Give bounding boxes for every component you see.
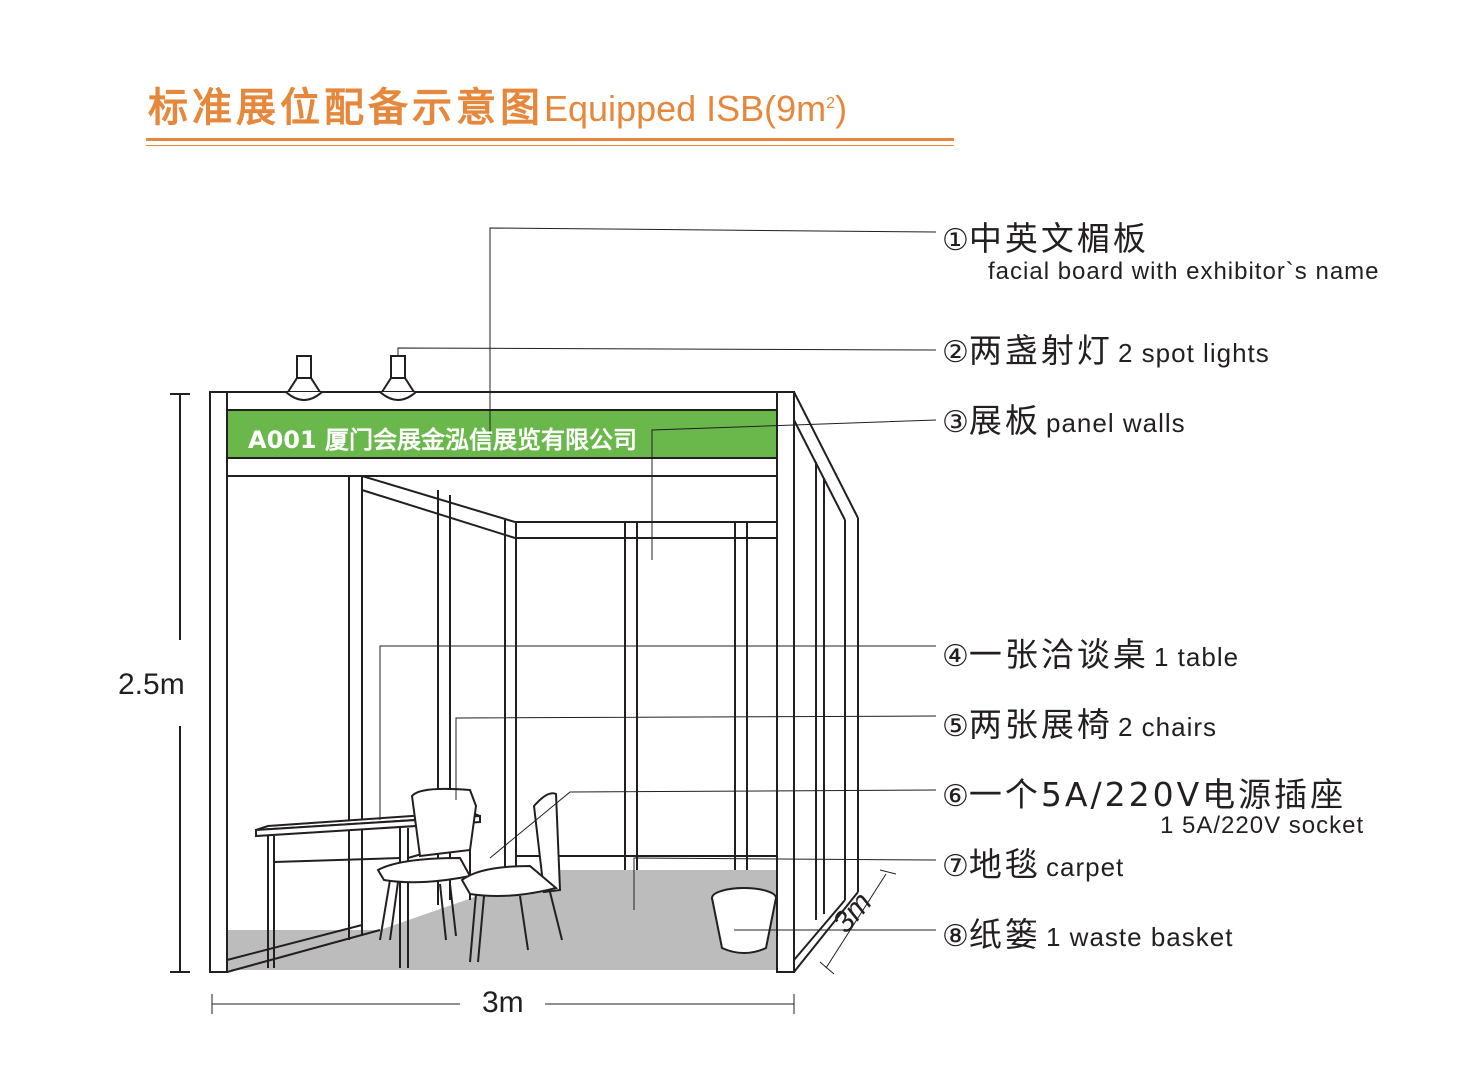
legend-item-6-number: ⑥ <box>942 779 969 814</box>
depth-dim-cap-top <box>879 869 897 875</box>
legend-item-4: ④一张洽谈桌 1 table <box>942 628 1239 676</box>
facia-board <box>226 409 778 459</box>
legend-item-2-english: 2 spot lights <box>1118 338 1270 368</box>
legend-item-8-chinese: 纸篓 <box>968 915 1041 954</box>
legend-item-6-chinese: 一个5A/220V电源插座 <box>968 775 1347 814</box>
leader-6 <box>489 789 937 859</box>
legend-item-1-number: ① <box>942 223 969 258</box>
right-wall-inner-top <box>793 419 846 521</box>
leader-3 <box>651 419 937 560</box>
width-dimension-label: 3m <box>482 986 524 1019</box>
depth-dim-line <box>825 873 887 969</box>
leader-4 <box>379 645 936 820</box>
spotlight-1 <box>285 355 323 401</box>
leader-2 <box>397 347 937 356</box>
depth-dim-cap-bottom <box>819 961 835 975</box>
legend-item-3-english: panel walls <box>1046 408 1186 438</box>
legend-item-4-number: ④ <box>942 639 969 674</box>
height-dimension-label: 2.5m <box>118 668 185 701</box>
chair-1 <box>376 787 478 941</box>
legend-item-6: ⑥一个5A/220V电源插座 <box>942 768 1346 816</box>
left-wall-diagonal-inner <box>226 924 363 961</box>
left-front-post <box>209 391 228 973</box>
legend-item-5-english: 2 chairs <box>1118 712 1218 742</box>
left-wall-top-beam <box>361 475 777 523</box>
legend-item-4-english: 1 table <box>1154 642 1240 672</box>
title-superscript: 2 <box>826 95 836 112</box>
legend-item-8-english: 1 waste basket <box>1046 922 1234 952</box>
page-title: 标准展位配备示意图Equipped ISB(9m2) <box>148 76 847 137</box>
legend-item-1-english: facial board with exhibitor`s name <box>988 258 1380 285</box>
facia-exhibitor-name: A001 厦门会展金泓信展览有限公司 <box>248 426 638 454</box>
legend-item-7-english: carpet <box>1046 852 1125 882</box>
title-underline-thin <box>146 145 954 146</box>
leader-7 <box>633 857 937 910</box>
right-wall-top-edge <box>793 391 859 519</box>
legend-item-1-chinese: 中英文楣板 <box>968 219 1149 258</box>
legend-item-7-number: ⑦ <box>942 849 969 884</box>
title-close-paren: ) <box>835 88 848 129</box>
left-wall-top-beam-inner <box>361 489 777 539</box>
chair-2 <box>460 792 563 963</box>
legend-item-2-chinese: 两盏射灯 <box>968 331 1113 370</box>
legend-item-7: ⑦地毯 carpet <box>942 838 1124 886</box>
carpet <box>228 870 776 970</box>
legend-item-3-chinese: 展板 <box>968 401 1041 440</box>
legend-item-5-chinese: 两张展椅 <box>968 705 1113 744</box>
legend-item-6-english: 1 5A/220V socket <box>1160 812 1365 839</box>
legend-item-1: ①中英文楣板 <box>942 212 1149 260</box>
leader-1 <box>489 227 937 435</box>
legend-item-5-number: ⑤ <box>942 709 969 744</box>
spotlight-2 <box>379 355 417 401</box>
legend-item-3-number: ③ <box>942 405 969 440</box>
leader-5 <box>455 715 937 800</box>
legend-item-2: ②两盏射灯 2 spot lights <box>942 324 1270 372</box>
legend-item-3: ③展板 panel walls <box>942 394 1186 442</box>
legend-item-2-number: ② <box>942 335 969 370</box>
legend-item-8-number: ⑧ <box>942 919 969 954</box>
legend-item-7-chinese: 地毯 <box>968 845 1041 884</box>
right-front-post <box>776 391 795 973</box>
waste-basket <box>711 887 777 954</box>
legend-item-4-chinese: 一张洽谈桌 <box>968 635 1149 674</box>
legend-item-5: ⑤两张展椅 2 chairs <box>942 698 1217 746</box>
lower-facia-beam <box>226 457 778 477</box>
right-wall-bottom-edge <box>793 891 859 973</box>
left-wall-diagonal <box>226 929 381 973</box>
legend-item-8: ⑧纸篓 1 waste basket <box>942 908 1233 956</box>
title-english-main: Equipped ISB(9m <box>544 88 827 129</box>
title-chinese: 标准展位配备示意图 <box>148 85 544 131</box>
title-underline-thick <box>146 138 954 141</box>
title-english: Equipped ISB(9m2) <box>544 88 847 129</box>
leader-lines <box>379 227 937 931</box>
